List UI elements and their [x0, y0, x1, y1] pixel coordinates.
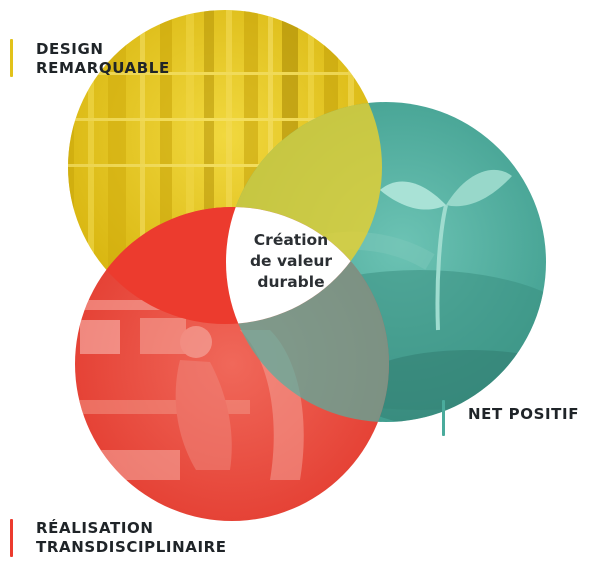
label-realisation-transdisciplinaire: RÉALISATION TRANSDISCIPLINAIRE [36, 519, 227, 557]
center-label-line: durable [257, 273, 325, 291]
label-line: REMARQUABLE [36, 59, 170, 77]
label-net-positif: NET POSITIF [468, 405, 579, 424]
label-line: RÉALISATION [36, 519, 154, 537]
center-region [226, 207, 382, 324]
design-label-bar [10, 39, 13, 77]
center-label-line: Création [253, 231, 329, 249]
center-label-creation-valeur-durable: Création de valeur durable [229, 230, 353, 293]
label-design-remarquable: DESIGN REMARQUABLE [36, 40, 170, 78]
label-line: NET POSITIF [468, 405, 580, 423]
realisation-label-bar [10, 519, 13, 557]
center-label-line: de valeur [249, 252, 333, 270]
net-label-bar [442, 400, 445, 436]
label-line: DESIGN [36, 40, 104, 58]
label-line: TRANSDISCIPLINAIRE [36, 538, 227, 556]
